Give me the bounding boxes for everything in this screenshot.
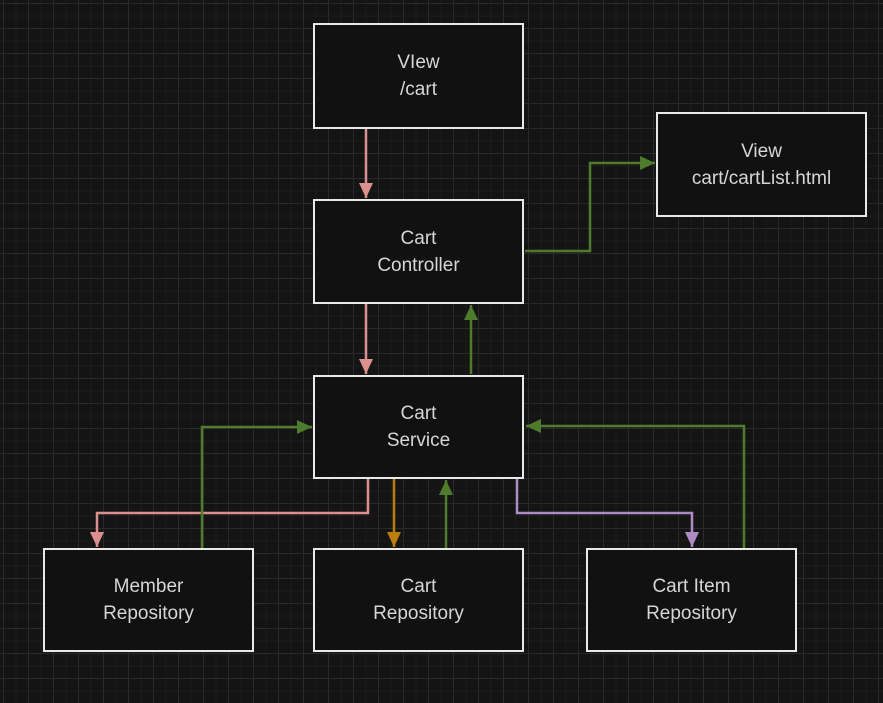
edge-view-cart-to-cart-controller bbox=[359, 129, 373, 198]
edge-cart-service-to-cart-item-repository bbox=[515, 479, 699, 547]
arrowhead bbox=[464, 305, 478, 320]
arrowhead bbox=[685, 532, 699, 547]
node-label: Service bbox=[386, 430, 451, 451]
node-label: VIew bbox=[397, 52, 440, 73]
node-view-cart[interactable]: VIew/cart bbox=[313, 23, 524, 129]
node-label: Cart bbox=[400, 403, 437, 424]
edge-cart-controller-to-view-cartlist bbox=[525, 156, 655, 253]
arrowhead bbox=[387, 532, 401, 547]
edge-cart-service-to-cart-repository bbox=[387, 479, 401, 547]
node-label: Member bbox=[113, 576, 184, 597]
arrowhead bbox=[640, 156, 655, 170]
node-label: Repository bbox=[373, 603, 464, 624]
edge-line bbox=[200, 425, 312, 548]
edge-cart-item-repository-to-cart-service bbox=[526, 419, 746, 548]
arrowhead bbox=[297, 420, 312, 434]
node-view-cartlist[interactable]: View cart/cartList.html bbox=[656, 112, 867, 217]
node-label: /cart bbox=[400, 79, 437, 100]
node-label: cart/cartList.html bbox=[691, 167, 832, 189]
arrowhead bbox=[439, 480, 453, 495]
node-label: Repository bbox=[103, 603, 194, 624]
node-label: Cart Item bbox=[652, 576, 731, 597]
node-label: Controller bbox=[377, 254, 460, 276]
arrowhead bbox=[90, 532, 104, 547]
edge-cart-controller-to-cart-service bbox=[359, 304, 373, 374]
arrowhead bbox=[526, 419, 541, 433]
node-label: Repository bbox=[646, 603, 737, 624]
edge-line bbox=[515, 479, 694, 547]
arrowhead bbox=[359, 183, 373, 198]
edge-line bbox=[95, 479, 370, 547]
edge-cart-service-to-member-repository bbox=[90, 479, 370, 547]
edge-line bbox=[526, 424, 746, 548]
edge-line bbox=[525, 161, 655, 253]
node-label: Cart bbox=[400, 576, 437, 597]
node-label: View bbox=[741, 140, 782, 162]
edge-cart-repository-to-cart-service bbox=[439, 480, 453, 548]
edge-cart-service-to-cart-controller bbox=[464, 305, 478, 374]
node-label: Cart bbox=[400, 227, 437, 249]
arrowhead bbox=[359, 359, 373, 374]
edge-member-repository-to-cart-service bbox=[200, 420, 312, 548]
